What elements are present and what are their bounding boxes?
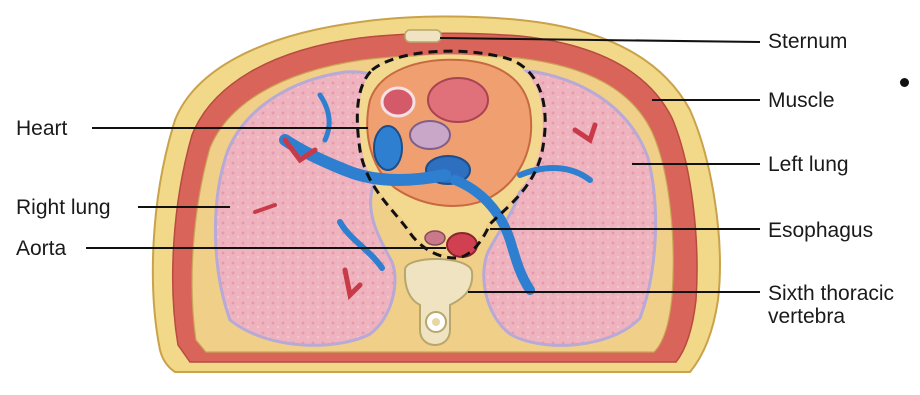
heart-chamber-left — [382, 88, 414, 116]
label-vertebra-line2: vertebra — [768, 305, 894, 328]
label-esophagus: Esophagus — [768, 219, 873, 243]
heart-valves — [410, 121, 450, 149]
label-sixth-thoracic-vertebra: Sixth thoracic vertebra — [768, 282, 894, 328]
label-muscle: Muscle — [768, 89, 835, 113]
aorta — [447, 233, 477, 257]
sternum — [405, 30, 441, 42]
label-vertebra-line1: Sixth thoracic — [768, 282, 894, 305]
heart-chamber-top — [428, 78, 488, 122]
label-heart: Heart — [16, 117, 67, 141]
label-aorta: Aorta — [16, 237, 66, 261]
label-sternum: Sternum — [768, 30, 847, 54]
bullet-dot — [900, 78, 909, 87]
esophagus — [425, 231, 445, 245]
label-right-lung: Right lung — [16, 196, 111, 220]
label-left-lung: Left lung — [768, 153, 849, 177]
right-atrium — [374, 126, 402, 170]
spinal-cord — [432, 318, 440, 326]
